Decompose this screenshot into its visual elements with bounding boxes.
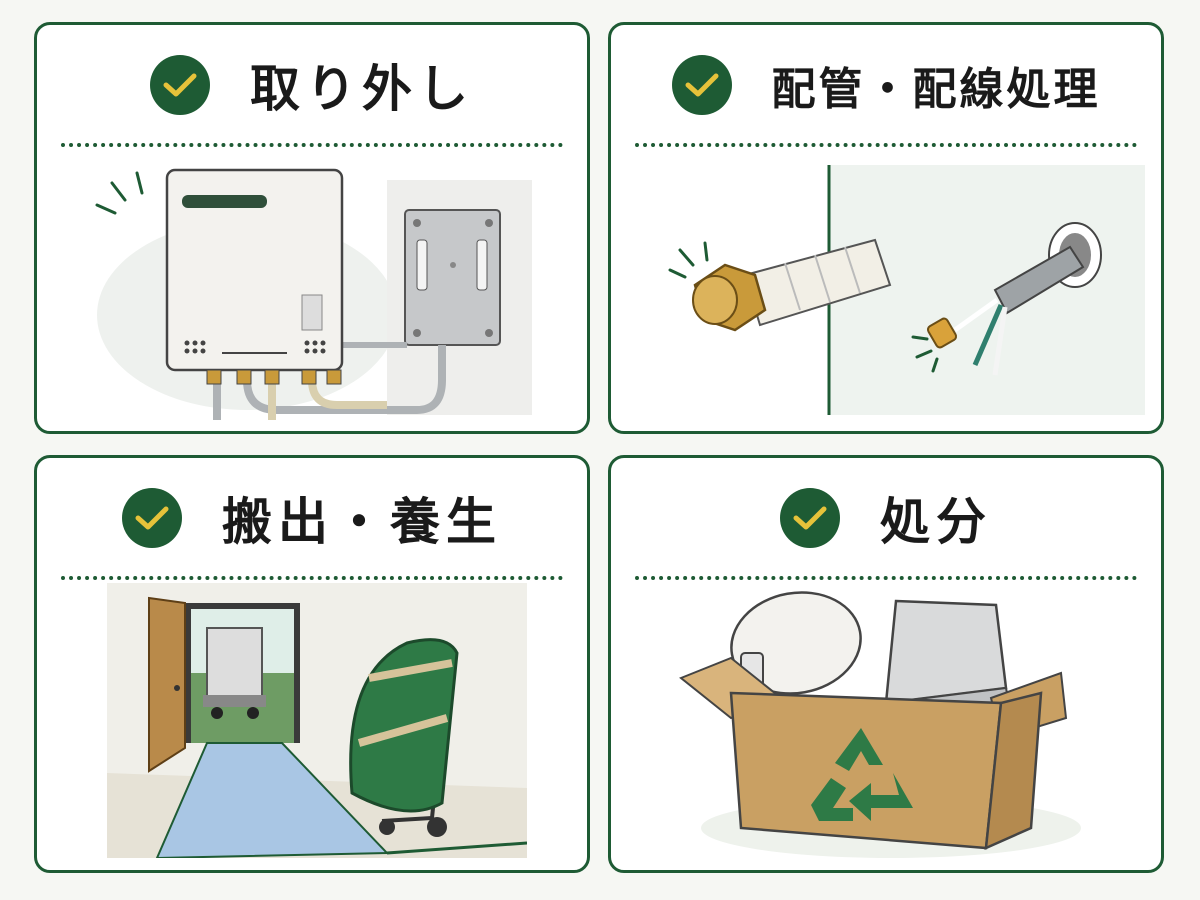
- card-header: 配管・配線処理: [611, 25, 1161, 145]
- check-icon: [122, 488, 182, 548]
- card-header: 取り外し: [37, 25, 587, 145]
- dotted-divider: [61, 143, 563, 147]
- card-removal: 取り外し: [34, 22, 590, 434]
- recycle-icon: [811, 728, 913, 821]
- cardboard-box-icon: [679, 591, 1081, 858]
- door-icon: [107, 583, 527, 858]
- card-carry-protection: 搬出・養生: [34, 455, 590, 873]
- truck-icon: [203, 627, 266, 719]
- card-header: 処分: [611, 458, 1161, 578]
- check-icon: [671, 55, 732, 115]
- dotted-divider: [635, 143, 1137, 147]
- cable-icon: [911, 222, 1102, 376]
- check-icon: [150, 55, 210, 115]
- card-title: 配管・配線処理: [771, 64, 1101, 115]
- card-header: 搬出・養生: [37, 458, 587, 578]
- card-title: 処分: [880, 493, 992, 551]
- check-icon: [780, 488, 840, 548]
- mounting-bracket-icon: [404, 209, 501, 346]
- card-piping-wiring: 配管・配線処理: [608, 22, 1164, 434]
- card-title: 搬出・養生: [222, 493, 502, 551]
- water-heater-icon: [95, 168, 532, 420]
- card-disposal: 処分: [608, 455, 1164, 873]
- dotted-divider: [61, 576, 563, 580]
- dotted-divider: [635, 576, 1137, 580]
- pipe-icon: [668, 165, 1145, 415]
- hand-truck-icon: [349, 638, 459, 837]
- card-title: 取り外し: [250, 60, 474, 118]
